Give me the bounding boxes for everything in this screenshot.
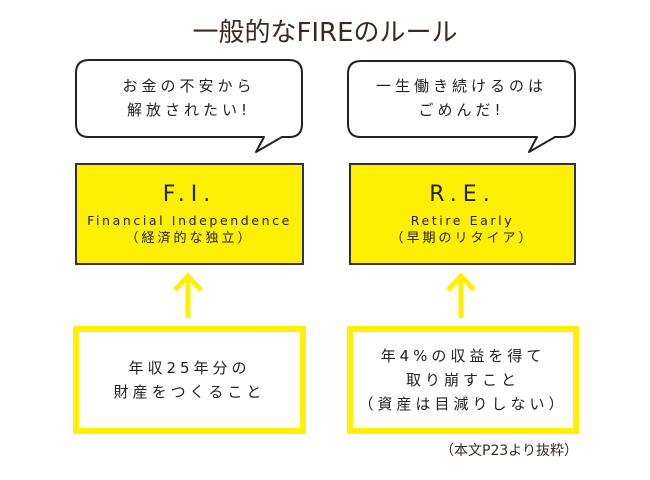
concept-japanese: （早期のリタイア） [390,231,535,246]
speech-bubble-right-text: 一生働き続けるのは ごめんだ! [348,74,575,122]
concept-english: Retire Early [410,213,515,228]
fi-condition-box: 年収25年分の 財産をつくること [73,326,306,434]
source-note: （本文P23より抜粋） [440,443,578,459]
concept-abbreviation: F.I. [162,182,217,207]
speech-bubble-left-outline [75,59,303,153]
fi-concept-box: F.I. Financial Independence （経済的な独立） [75,163,304,265]
speech-line: ごめんだ! [418,101,505,119]
speech-line: お金の不安から [122,77,256,95]
speech-line: 解放されたい! [126,101,251,119]
re-condition-box: 年4%の収益を得て 取り崩すこと （資産は目減りしない） [347,326,579,434]
up-arrow-icon [173,272,203,318]
condition-line: （資産は目減りしない） [358,395,568,413]
re-concept-box: R.E. Retire Early （早期のリタイア） [349,163,576,265]
concept-japanese: （経済的な独立） [125,231,254,246]
condition-line: 年収25年分の [128,359,251,377]
condition-line: 年4%の収益を得て [380,347,546,365]
concept-english: Financial Independence [87,213,292,228]
condition-line: 取り崩すこと [405,371,520,389]
condition-line: 財産をつくること [113,383,266,401]
speech-bubble-right-outline [347,60,576,153]
speech-bubble-left-text: お金の不安から 解放されたい! [76,74,302,122]
up-arrow-icon [446,272,476,318]
diagram-title: 一般的なFIREのルール [192,18,458,48]
speech-line: 一生働き続けるのは [375,77,547,95]
concept-abbreviation: R.E. [429,182,496,207]
